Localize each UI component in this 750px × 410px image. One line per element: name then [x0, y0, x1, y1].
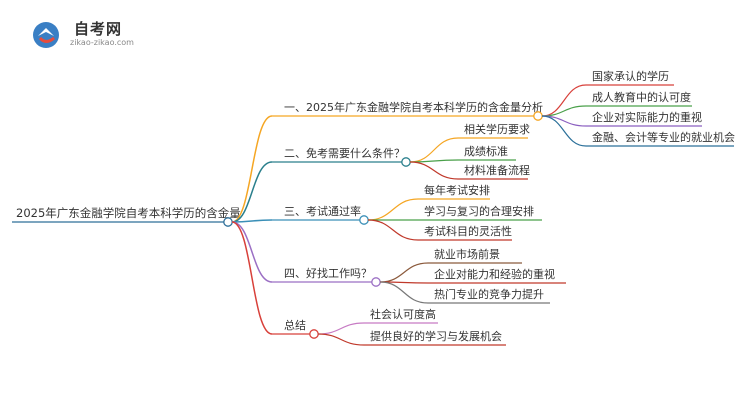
branch-5-leaf-1-label: 社会认可度高	[370, 307, 436, 321]
branch-4-leaf-1-label: 就业市场前景	[434, 247, 500, 261]
branch-1-leaf-4-connector	[541, 115, 587, 147]
branch-2-label: 二、免考需要什么条件？	[284, 146, 405, 160]
branch-3-leaf-3-label: 考试科目的灵活性	[424, 224, 512, 238]
branch-2-leaf-3-label: 材料准备流程	[464, 163, 530, 177]
branch-4-label: 四、好找工作吗？	[284, 266, 372, 280]
branch-4-leaf-3-label: 热门专业的竞争力提升	[434, 287, 544, 301]
root-node-knob[interactable]	[223, 217, 233, 227]
branch-2-leaf-3-connector	[409, 161, 459, 180]
branch-1-label: 一、2025年广东金融学院自考本科学历的含金量分析	[284, 100, 543, 114]
logo-title: 自考网	[74, 20, 123, 38]
branch-1-leaf-1-label: 国家承认的学历	[592, 69, 669, 83]
branch-3-leaf-1-connector	[367, 198, 419, 221]
branch-1-leaf-2-label: 成人教育中的认可度	[592, 90, 691, 104]
branch-4-knob[interactable]	[371, 277, 381, 287]
branch-1-connector	[231, 115, 273, 223]
root-node-label: 2025年广东金融学院自考本科学历的含金量	[16, 206, 241, 220]
site-logo[interactable]: 自考网 zikao-zikao.com	[30, 16, 160, 52]
branch-5-label: 总结	[284, 318, 306, 332]
branch-3-label: 三、考试通过率	[284, 204, 361, 218]
branch-2-knob[interactable]	[401, 157, 411, 167]
branch-5-leaf-2-connector	[317, 333, 365, 346]
branch-5-connector	[231, 221, 273, 335]
branch-4-connector	[231, 221, 273, 283]
branch-4-leaf-1-connector	[379, 262, 429, 283]
branch-4-leaf-2-label: 企业对能力和经验的重视	[434, 267, 555, 281]
branch-1-leaf-3-label: 企业对实际能力的重视	[592, 110, 702, 124]
logo-subtitle: zikao-zikao.com	[70, 38, 134, 47]
branch-4-leaf-3-connector	[379, 281, 429, 304]
branch-5-knob[interactable]	[309, 329, 319, 339]
branch-2-leaf-2-label: 成绩标准	[464, 144, 508, 158]
branch-3-leaf-2-label: 学习与复习的合理安排	[424, 204, 534, 218]
logo-icon	[33, 22, 59, 48]
branch-5-leaf-2-label: 提供良好的学习与发展机会	[370, 329, 502, 343]
branch-2-connector	[231, 161, 273, 223]
branch-2-leaf-1-connector	[409, 137, 459, 163]
branch-2-leaf-1-label: 相关学历要求	[464, 122, 530, 136]
branch-3-leaf-1-label: 每年考试安排	[424, 183, 490, 197]
branch-3-leaf-3-connector	[367, 219, 419, 241]
branch-5-leaf-1-connector	[317, 322, 365, 335]
branch-1-leaf-4-label: 金融、会计等专业的就业机会	[592, 130, 735, 144]
branch-3-connector	[231, 219, 273, 223]
branch-1-knob[interactable]	[533, 111, 543, 121]
branch-3-knob[interactable]	[359, 215, 369, 225]
